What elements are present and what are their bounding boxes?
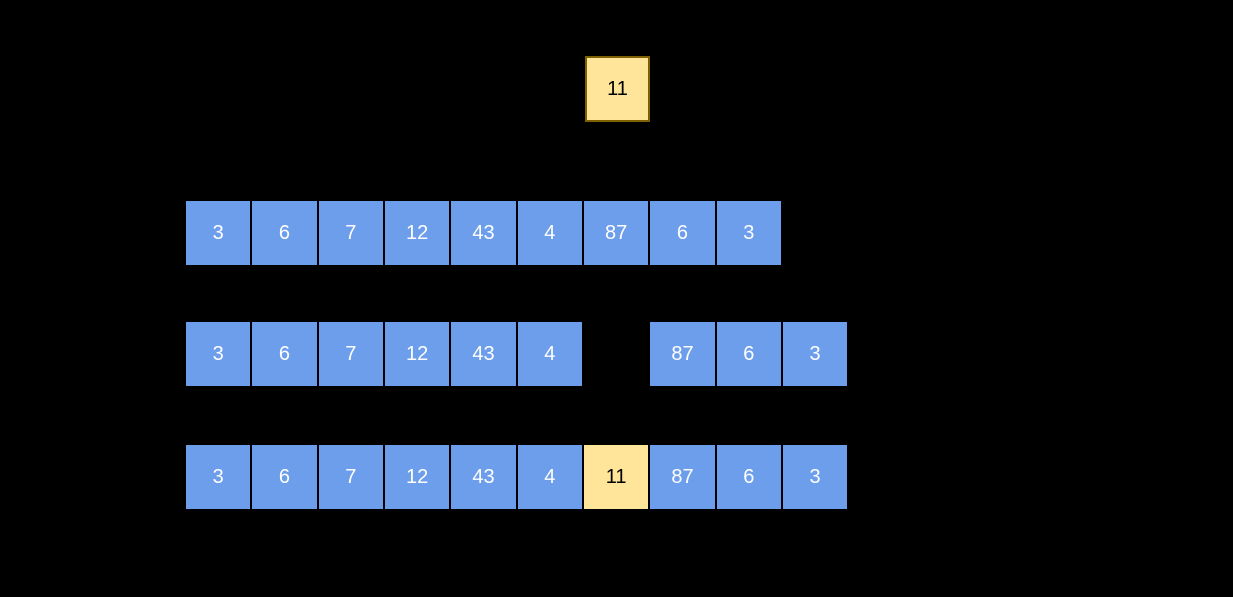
- array-cell: 87: [582, 200, 650, 266]
- array-row-original: 3 6 7 12 43 4 87 6 3: [185, 200, 782, 266]
- array-cell: 6: [649, 200, 716, 266]
- array-cell: 6: [715, 444, 782, 510]
- array-cell: 6: [251, 321, 318, 387]
- array-row-split: 3 6 7 12 43 4 87 6 3: [185, 321, 849, 387]
- array-cell: 87: [649, 444, 716, 510]
- array-cell: 3: [185, 321, 252, 387]
- array-cell: 3: [781, 321, 849, 387]
- floating-value-box: 11: [585, 56, 650, 122]
- array-cell: 6: [251, 444, 318, 510]
- array-cell: 6: [715, 321, 782, 387]
- array-cell: 12: [383, 321, 451, 387]
- array-cell: 4: [516, 321, 583, 387]
- array-cell: 87: [649, 321, 716, 387]
- array-cell: 3: [781, 444, 849, 510]
- array-cell: 43: [450, 321, 517, 387]
- array-cell: 6: [251, 200, 318, 266]
- inserted-value-cell: 11: [582, 444, 650, 510]
- array-cell: 7: [317, 200, 384, 266]
- array-cell: 12: [383, 200, 451, 266]
- array-cell: 43: [450, 444, 517, 510]
- array-cell: 4: [516, 444, 583, 510]
- array-cell: 4: [516, 200, 583, 266]
- insertion-gap: [583, 321, 649, 387]
- array-row-result: 3 6 7 12 43 4 11 87 6 3: [185, 444, 849, 510]
- array-cell: 3: [185, 200, 252, 266]
- array-cell: 43: [450, 200, 517, 266]
- array-cell: 3: [715, 200, 782, 266]
- array-cell: 12: [383, 444, 451, 510]
- array-cell: 7: [317, 321, 384, 387]
- array-cell: 7: [317, 444, 384, 510]
- array-cell: 3: [185, 444, 252, 510]
